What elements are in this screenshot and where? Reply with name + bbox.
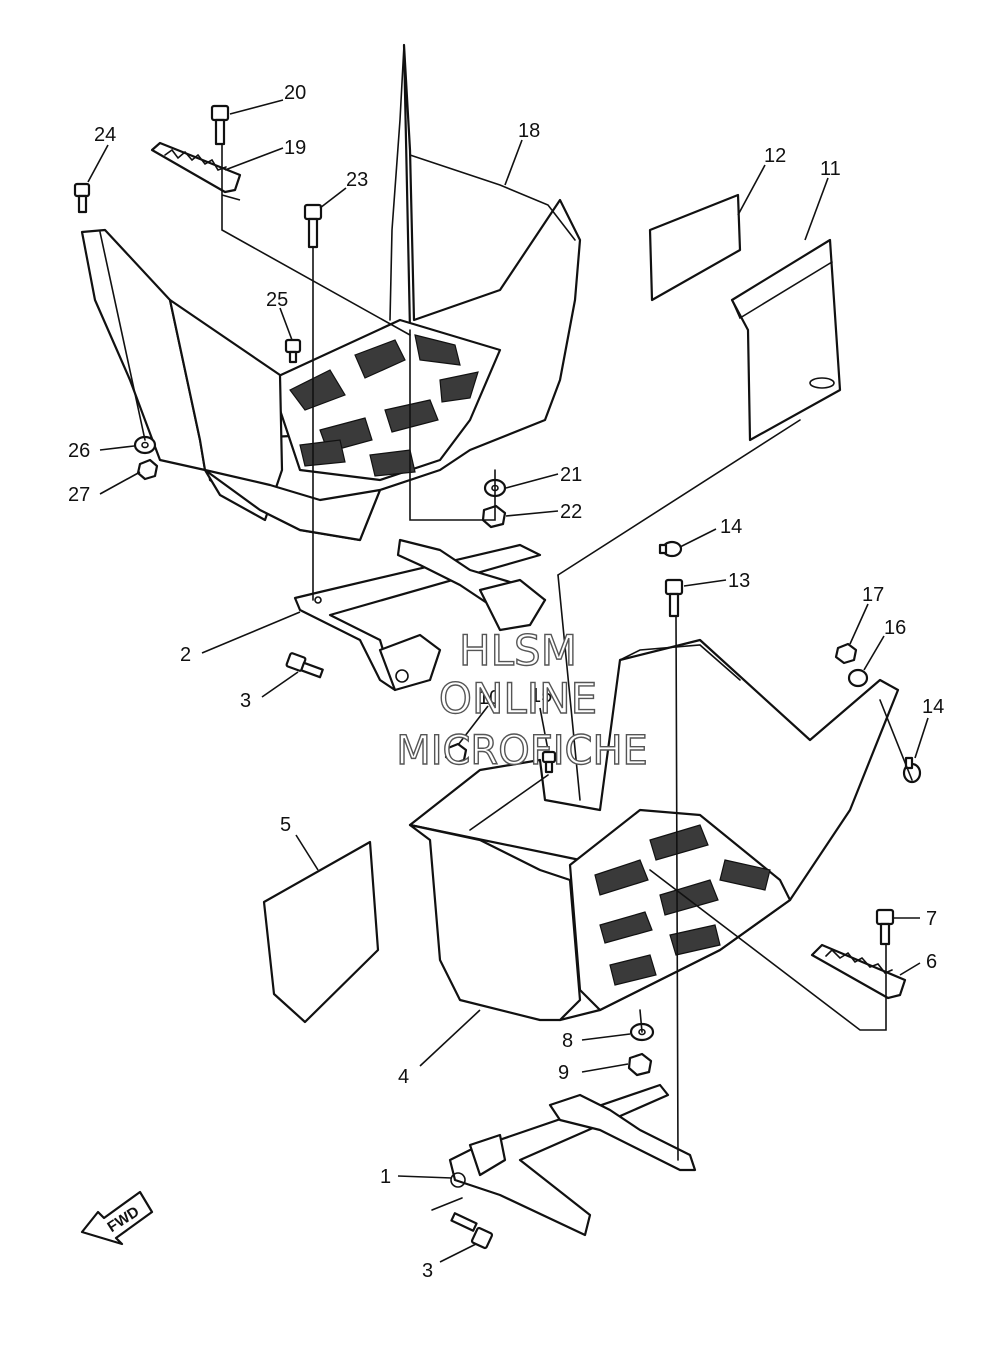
callout-9: 9 [558, 1062, 569, 1084]
bolt-20 [210, 104, 230, 146]
callout-13: 13 [728, 570, 750, 592]
decal-12 [648, 193, 742, 302]
screw-15 [541, 750, 557, 774]
decal-5 [262, 840, 380, 1024]
bolt-23 [303, 203, 323, 249]
nut-22 [481, 504, 507, 529]
callout-16: 16 [884, 617, 906, 639]
callout-24: 24 [94, 124, 116, 146]
assembly-lines [99, 144, 913, 1211]
bolt-25 [284, 338, 302, 364]
callout-3-lower: 3 [422, 1260, 433, 1282]
leader-lines [87, 99, 929, 1263]
callout-8: 8 [562, 1030, 573, 1052]
screw-14b [902, 756, 922, 784]
bolt-13 [664, 578, 684, 618]
watermark-line3: MICROFICHE [396, 728, 648, 774]
nut-9 [627, 1052, 653, 1077]
bolt-7 [875, 908, 895, 946]
callout-10: 10 [478, 687, 500, 709]
panel-11 [730, 238, 842, 442]
callout-12: 12 [764, 145, 786, 167]
watermark: HLSM ONLINE MICROFICHE [395, 625, 648, 774]
callout-6: 6 [926, 951, 937, 973]
callout-25: 25 [266, 289, 288, 311]
watermark-line2: ONLINE [439, 674, 597, 723]
callout-17: 17 [862, 584, 884, 606]
nut-27 [136, 458, 159, 481]
callout-4: 4 [398, 1066, 409, 1088]
callout-11: 11 [820, 158, 841, 180]
callout-labels: 20 19 24 23 18 12 11 25 26 27 21 22 14 1… [68, 82, 944, 1282]
bolt-3-upper [285, 652, 324, 679]
bolt-3-lower [450, 1212, 494, 1250]
callout-20: 20 [284, 82, 306, 104]
callout-3-upper: 3 [240, 690, 251, 712]
callout-18: 18 [518, 120, 540, 142]
callout-1: 1 [380, 1166, 391, 1188]
bracket-lower [448, 1083, 697, 1237]
fwd-arrow: FWD [80, 1190, 154, 1246]
callout-2: 2 [180, 644, 191, 666]
callout-7: 7 [926, 908, 937, 930]
callout-14-top: 14 [720, 516, 742, 538]
callout-21: 21 [560, 464, 582, 486]
callout-23: 23 [346, 169, 368, 191]
bolt-24 [73, 182, 91, 214]
nut-17 [834, 642, 858, 665]
footrest-upper [80, 43, 582, 542]
step-plate-6 [810, 943, 907, 1000]
screw-14a [658, 540, 683, 558]
callout-5: 5 [280, 814, 291, 836]
callout-26: 26 [68, 440, 90, 462]
callout-22: 22 [560, 501, 582, 523]
washer-16 [847, 668, 869, 688]
footrest-lower [408, 638, 900, 1022]
callout-14-right: 14 [922, 696, 944, 718]
step-plate-19 [150, 141, 242, 194]
bracket-upper [293, 538, 547, 692]
watermark-line1: HLSM [459, 626, 577, 675]
callout-27: 27 [68, 484, 90, 506]
callout-19: 19 [284, 137, 306, 159]
callout-15: 15 [530, 685, 552, 707]
